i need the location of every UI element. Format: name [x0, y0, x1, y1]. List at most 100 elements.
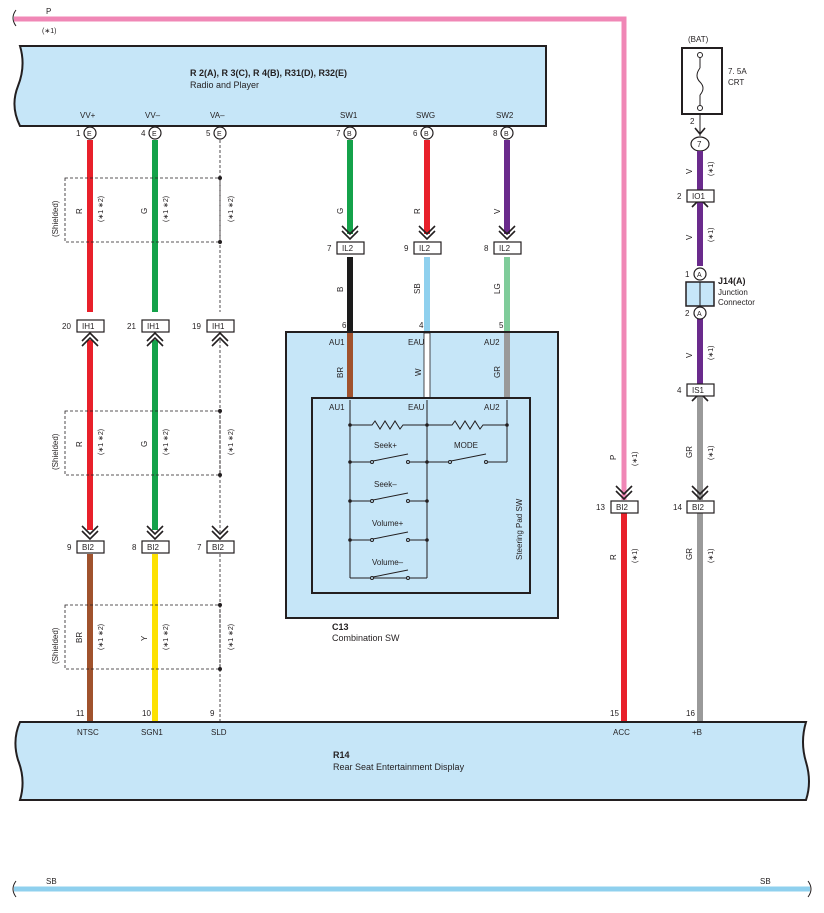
shield-box-middle [64, 410, 221, 476]
switch-label-seek-plus: Seek+ [374, 441, 397, 450]
connector-arrow [694, 127, 706, 136]
fuse-rating: 7. 5A [728, 67, 747, 76]
connector-label: IL2 [419, 244, 431, 253]
bi2-connectors-left: BI2 9 BI2 8 BI2 7 [67, 525, 235, 554]
connector-label: BI2 [82, 543, 95, 552]
connector-label: IO1 [692, 192, 705, 201]
connector-label: IH1 [212, 322, 225, 331]
radio-box [13, 45, 547, 127]
connector-pin: 8 [484, 244, 489, 253]
wire-color-label: V [493, 208, 502, 214]
junction-code: J14(A) [718, 276, 746, 286]
connector-arrow [498, 225, 516, 241]
combo-pin-label: EAU [408, 338, 425, 347]
note-label: (∗1 ∗2) [98, 429, 105, 455]
connector-box-bi2 [141, 540, 170, 554]
radio-subtitle: Radio and Player [190, 80, 259, 90]
connector-box-ih1 [141, 319, 170, 333]
note-label: (∗1 ∗2) [163, 196, 170, 222]
top-wire-code: P [46, 7, 51, 16]
fuse-box [681, 47, 723, 115]
note-label: (∗1) [632, 452, 639, 466]
connector-arrow [418, 225, 436, 241]
wire-color-label: R [609, 554, 618, 560]
connector-label: BI2 [616, 503, 629, 512]
radio-pin-label: SW1 [340, 111, 358, 120]
radio-pin-number: 8 [493, 129, 498, 138]
connector-pin: 4 [677, 386, 682, 395]
radio-pin-label: SW2 [496, 111, 514, 120]
connector-pin: 19 [192, 322, 201, 331]
radio-pin-label: VA– [210, 111, 225, 120]
connector-arrow [211, 525, 229, 541]
connector-label: BI2 [147, 543, 160, 552]
wire-color-label: G [140, 208, 149, 214]
junction-dot [505, 423, 509, 427]
wire-color-label: R [413, 208, 422, 214]
bottom-wire-code-left: SB [46, 877, 57, 886]
wire-color-label: G [336, 208, 345, 214]
display-pin-number: 16 [686, 709, 695, 718]
combo-pin-number: 6 [342, 321, 347, 330]
junction-pin-number: 1 [685, 270, 690, 279]
radio-and-player: R 2(A), R 3(C), R 4(B), R31(D), R32(E) R… [13, 45, 547, 127]
junction-pin-number: 2 [685, 309, 690, 318]
wire-color-label: V [685, 352, 694, 358]
switch-contact [406, 576, 410, 580]
shielded-label: (Shielded) [51, 200, 60, 237]
junction-pin-conn: A [697, 272, 702, 279]
shield-dot [218, 473, 222, 477]
connector-box-is1 [686, 383, 715, 397]
junction-name-line2: Connector [718, 298, 755, 307]
wire-color-label: G [140, 441, 149, 447]
radio-pin-number: 6 [413, 129, 418, 138]
note-label: (∗1) [708, 549, 715, 563]
switch-blade-seek-minus [372, 492, 409, 501]
resistor-2 [427, 420, 507, 430]
radio-pin-circle [148, 126, 162, 140]
connector-arrow [81, 331, 99, 347]
wire-break-right-bottom [807, 880, 812, 898]
shielded-label: (Shielded) [51, 627, 60, 664]
display-pin-number: 15 [610, 709, 619, 718]
connector-arrow [691, 485, 709, 501]
display-name: Rear Seat Entertainment Display [333, 762, 465, 772]
connector-box-bi2 [610, 500, 639, 514]
radio-pin-number: 1 [76, 129, 81, 138]
connector-pin: 8 [132, 543, 137, 552]
note-label: (∗1) [632, 549, 639, 563]
note-label: (∗1) [708, 446, 715, 460]
combination-sw-name: Combination SW [332, 633, 400, 643]
ih1-connectors: IH1 20 IH1 21 IH1 19 [62, 319, 235, 347]
top-wire-note: (∗1) [42, 28, 56, 35]
conn-pin-number: 7 [697, 140, 702, 149]
note-label: (∗1 ∗2) [228, 624, 235, 650]
junction-pin-circle [693, 306, 707, 320]
note-label: (∗1 ∗2) [98, 624, 105, 650]
fuse-name: CRT [728, 78, 744, 87]
combo-pin-label: AU1 [329, 338, 345, 347]
pad-circuit: Seek+ MODE Seek– Volume+ [348, 400, 509, 580]
connector-box-bi2 [76, 540, 105, 554]
combo-pin-number: 5 [499, 321, 504, 330]
connector-label: IH1 [82, 322, 95, 331]
rear-seat-display: 11 10 9 15 16 NTSC SGN1 SLD ACC +B R14 R… [14, 709, 810, 801]
connector-box-il2 [493, 241, 522, 255]
wire-color-label: W [414, 368, 423, 376]
connector-arrow [146, 331, 164, 347]
combination-sw-code: C13 [332, 622, 349, 632]
shield-dot [218, 240, 222, 244]
battery-column: (BAT) 7. 5A CRT 2 7 V (∗1) V (∗1) V (∗1)… [673, 35, 755, 722]
radio-pin-label: VV– [145, 111, 161, 120]
wire-color-label: SB [413, 283, 422, 294]
switch-contact [370, 460, 374, 464]
junction-pin-circle [693, 267, 707, 281]
fuse-pin: 2 [690, 117, 695, 126]
junction-dot [425, 423, 429, 427]
connector-arrow [341, 225, 359, 241]
acc-column: P (∗1) R (∗1) BI2 13 [596, 452, 639, 722]
junction-pin-conn: A [697, 311, 702, 318]
wire-color-label: V [685, 168, 694, 174]
radio-pin-conn: E [152, 131, 157, 138]
